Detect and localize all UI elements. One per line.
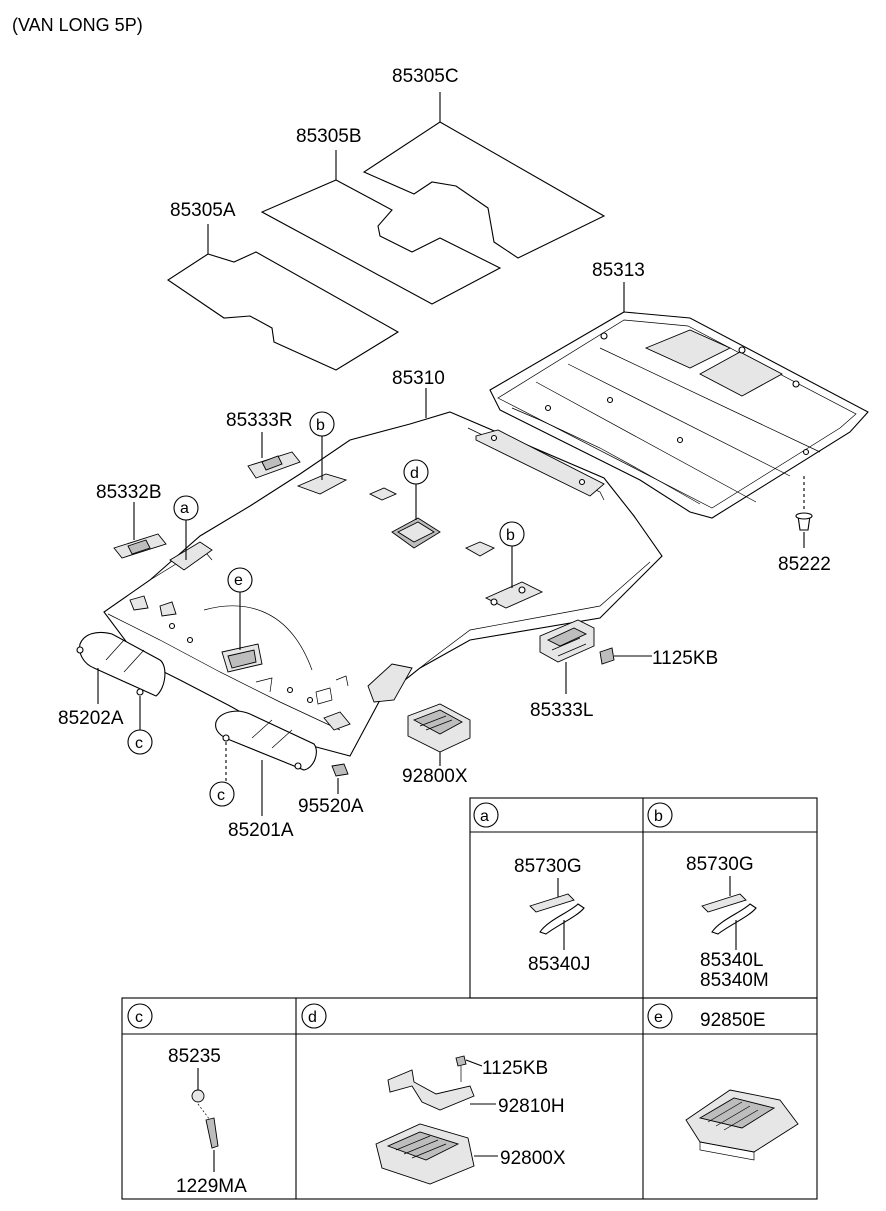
label-1125KB: 1125KB <box>652 648 718 669</box>
svg-text:d: d <box>308 1009 317 1026</box>
callout-b-right: b <box>499 521 525 588</box>
callout-a: a <box>173 495 199 560</box>
detail-b-bottom1: 85340L <box>700 950 763 971</box>
svg-text:e: e <box>234 572 243 589</box>
detail-cell-e: e 92850E <box>647 1003 799 1161</box>
detail-b-bottom2: 85340M <box>700 970 769 991</box>
svg-text:c: c <box>135 735 143 752</box>
detail-cell-d: d 1125KB 92810H 92800X <box>301 1003 566 1185</box>
part-95520A: 95520A <box>298 763 364 817</box>
detail-table <box>121 797 818 1200</box>
detail-d-part3: 92800X <box>500 1148 566 1169</box>
detail-cell-c: c 85235 1229MA <box>127 1003 247 1197</box>
lamp-92800X: 92800X <box>402 703 471 787</box>
sunvisor-85202A: 85202A <box>58 631 166 730</box>
sunvisor-85201A: 85201A <box>215 710 317 841</box>
pad-85305A: 85305A <box>167 200 400 371</box>
callout-c-left: c <box>127 729 153 755</box>
label-85202A: 85202A <box>58 708 124 729</box>
svg-text:a: a <box>180 500 189 517</box>
bracket-85333R: 85333R <box>226 410 301 479</box>
headlining-85310: 85310 <box>103 368 663 757</box>
label-85333R: 85333R <box>226 410 293 431</box>
svg-text:b: b <box>506 527 515 544</box>
label-85310: 85310 <box>392 368 445 389</box>
label-85333L: 85333L <box>530 700 593 721</box>
svg-text:d: d <box>410 465 419 482</box>
svg-text:a: a <box>480 808 489 825</box>
svg-text:c: c <box>135 1009 143 1026</box>
pad-85305C: 85305C <box>362 66 606 259</box>
diagram-title: (VAN LONG 5P) <box>12 15 143 35</box>
detail-c-top: 85235 <box>168 1046 221 1067</box>
pad-85305B: 85305B <box>260 126 502 305</box>
label-85305A: 85305A <box>170 200 236 221</box>
detail-cell-a: a 85730G 85340J <box>473 802 590 975</box>
label-85313: 85313 <box>592 260 645 281</box>
headlining-85313: 85313 <box>489 260 869 519</box>
callout-d: d <box>403 459 429 520</box>
svg-text:c: c <box>217 787 225 804</box>
label-85201A: 85201A <box>228 820 294 841</box>
screw-1125KB: 1125KB <box>599 647 718 669</box>
bracket-85333L: 85333L <box>530 619 595 721</box>
detail-a-top: 85730G <box>514 856 582 877</box>
detail-d-part1: 1125KB <box>482 1058 548 1079</box>
label-85222: 85222 <box>778 554 831 575</box>
label-95520A: 95520A <box>298 796 364 817</box>
svg-text:b: b <box>654 808 663 825</box>
label-85305C: 85305C <box>392 66 459 87</box>
callout-e: e <box>227 567 253 650</box>
label-85305B: 85305B <box>296 126 362 147</box>
svg-text:e: e <box>654 1009 663 1026</box>
detail-cell-b: b 85730G 85340L 85340M <box>647 802 769 991</box>
detail-b-top: 85730G <box>686 854 754 875</box>
callout-c-center: c <box>209 781 235 807</box>
bracket-85332B: 85332B <box>96 482 167 559</box>
detail-c-bottom: 1229MA <box>176 1176 247 1197</box>
detail-a-bottom: 85340J <box>528 954 590 975</box>
clip-85222: 85222 <box>778 476 831 575</box>
detail-e-title: 92850E <box>700 1010 766 1031</box>
detail-d-part2: 92810H <box>498 1096 565 1117</box>
callout-b-top: b <box>309 411 335 480</box>
label-92800X: 92800X <box>402 766 468 787</box>
label-85332B: 85332B <box>96 482 162 503</box>
svg-text:b: b <box>316 417 325 434</box>
